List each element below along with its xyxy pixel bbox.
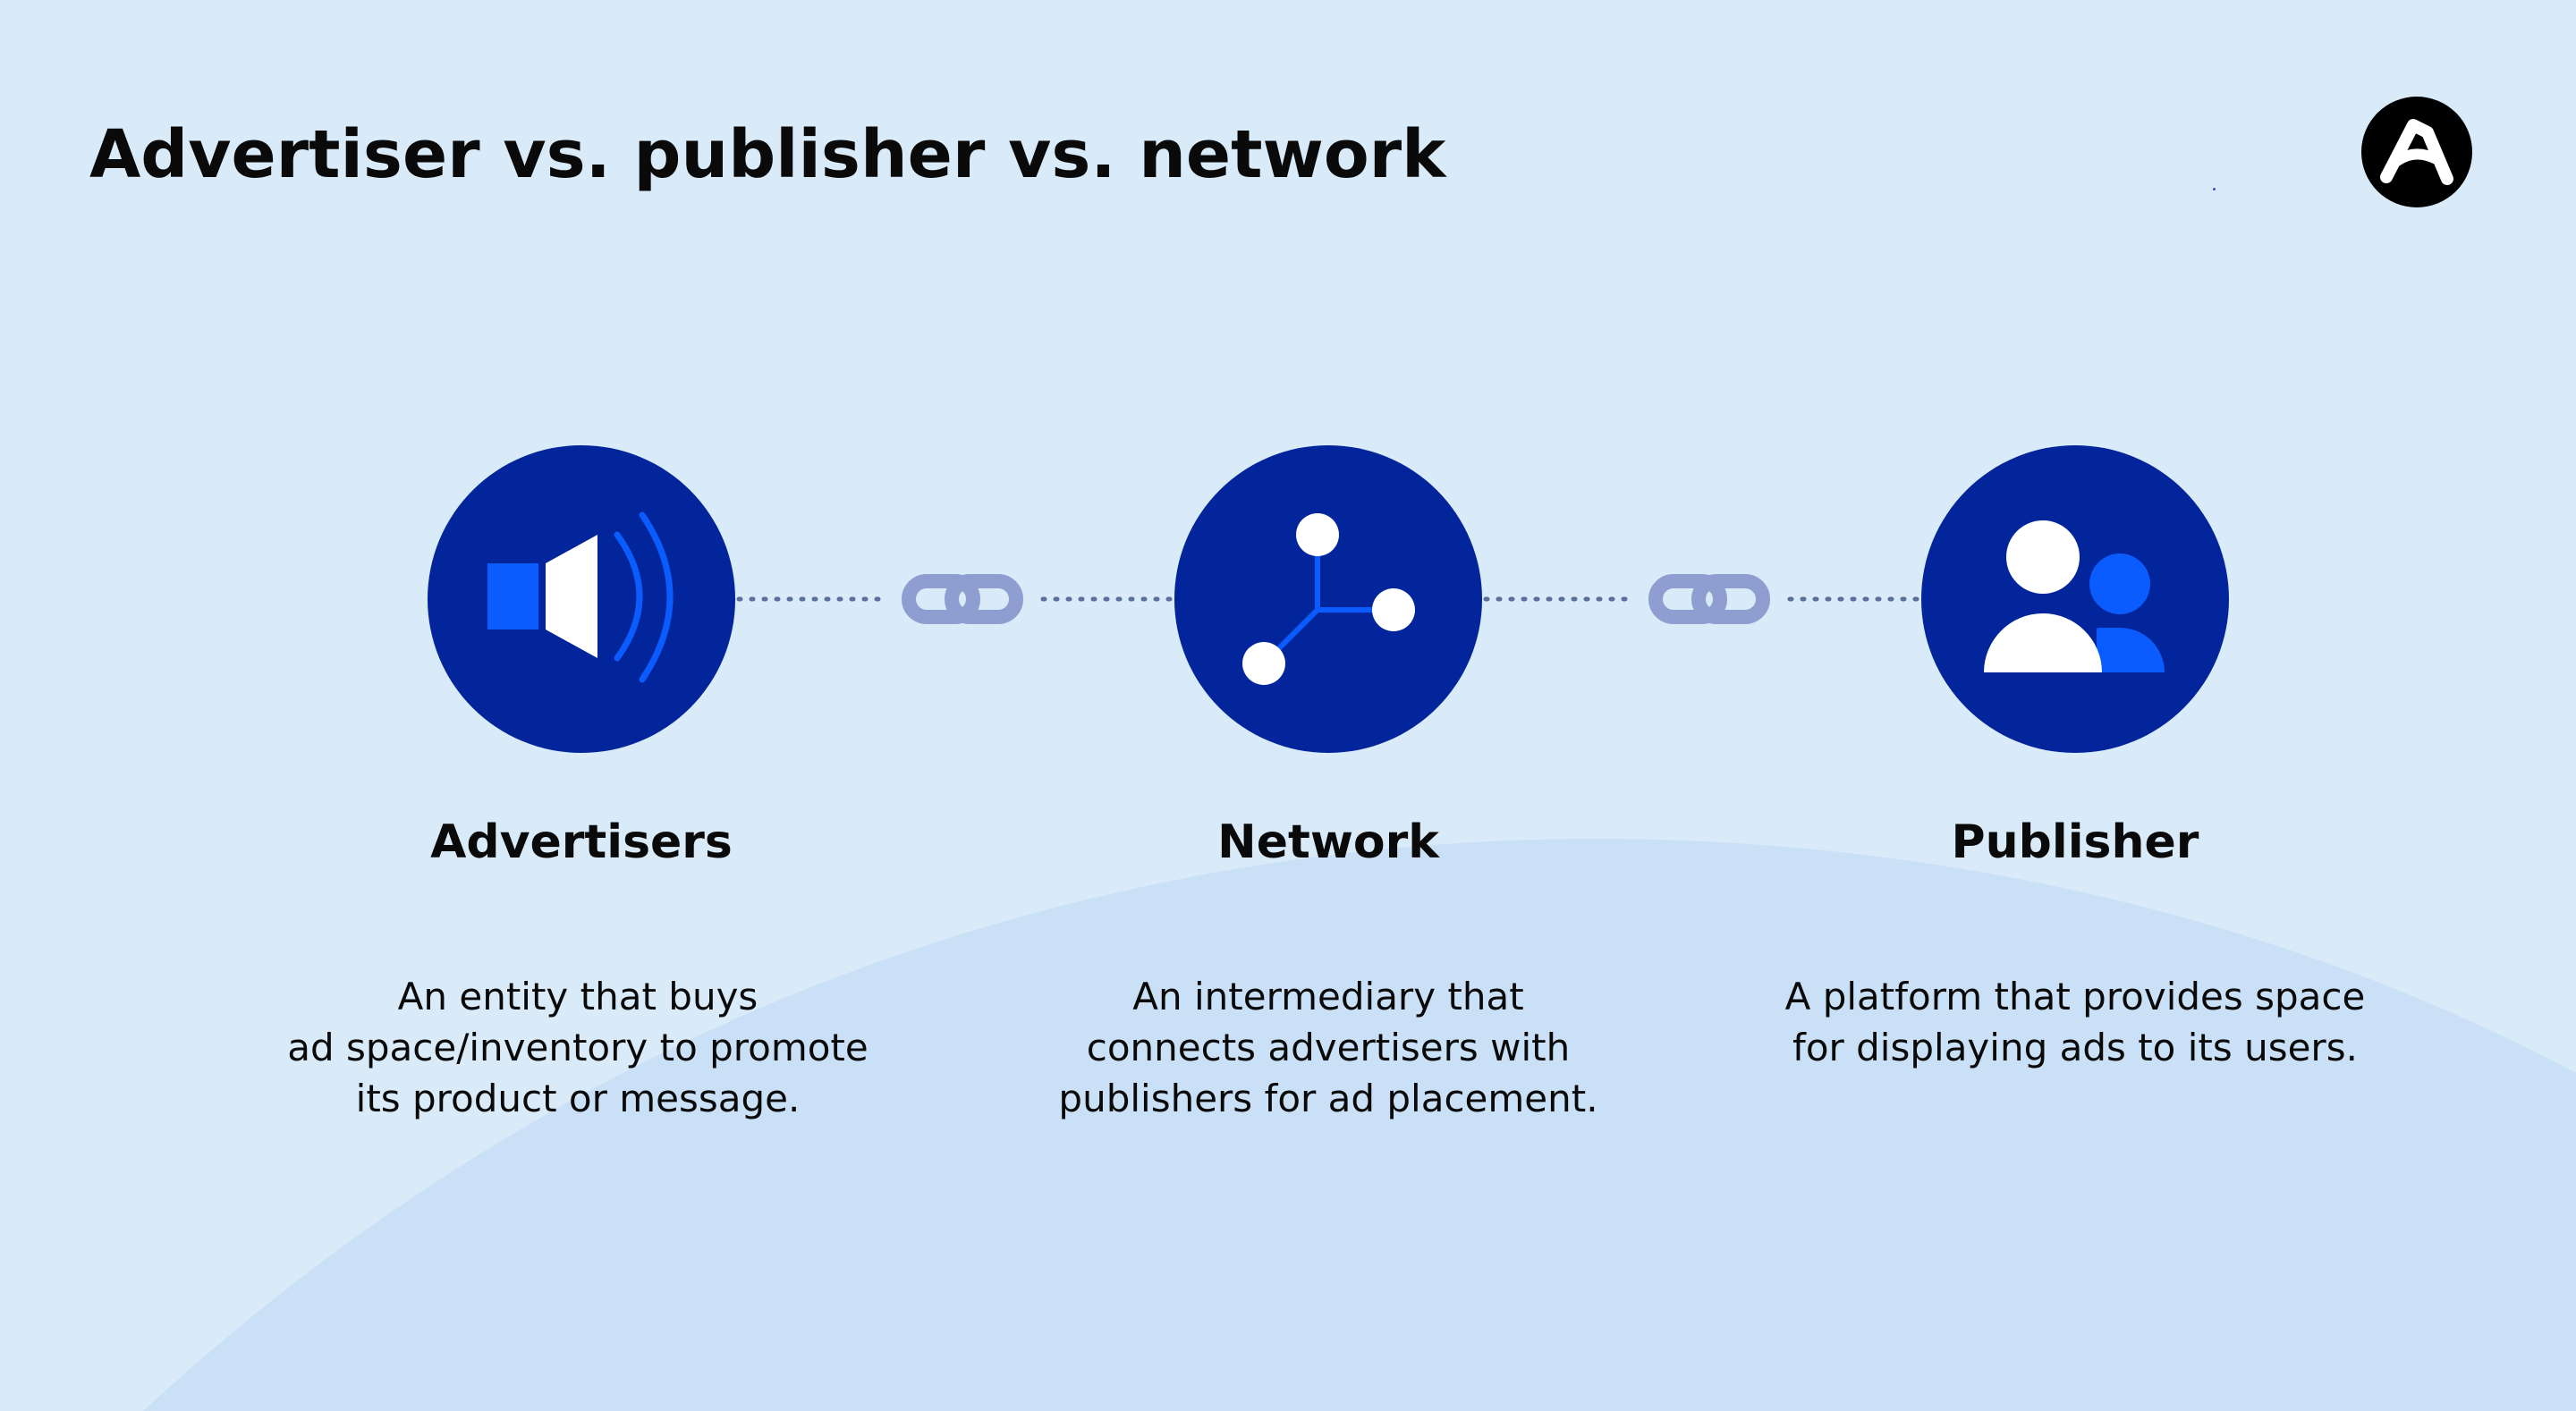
- entity-description-network: An intermediary that connects advertiser…: [988, 971, 1668, 1124]
- description-line: A platform that provides space: [1784, 975, 2366, 1018]
- entity-name-publisher: Publisher: [1951, 815, 2199, 869]
- connector-advertisers-network: [736, 574, 1173, 624]
- users-icon: [1921, 445, 2229, 753]
- description-line: An intermediary that: [1132, 975, 1524, 1018]
- entity-name-advertisers: Advertisers: [430, 815, 733, 869]
- description-line: publishers for ad placement.: [1058, 1077, 1598, 1120]
- description-line: for displaying ads to its users.: [1792, 1026, 2358, 1069]
- entity-description-publisher: A platform that provides space for displ…: [1735, 971, 2415, 1073]
- description-line: its product or message.: [355, 1077, 801, 1120]
- description-line: connects advertisers with: [1086, 1026, 1571, 1069]
- chain-link-icon: [902, 574, 1023, 624]
- brand-a-logo-icon: [2361, 97, 2472, 207]
- connector-network-publisher: [1483, 574, 1919, 624]
- decorative-dot: [2213, 188, 2216, 190]
- megaphone-speaker-icon: [428, 445, 735, 753]
- page-title: Advertiser vs. publisher vs. network: [89, 116, 1446, 193]
- network-nodes-icon: [1174, 445, 1482, 753]
- entity-name-network: Network: [1217, 815, 1439, 869]
- description-line: An entity that buys: [397, 975, 758, 1018]
- description-line: ad space/inventory to promote: [287, 1026, 869, 1069]
- entity-description-advertisers: An entity that buys ad space/inventory t…: [238, 971, 918, 1124]
- chain-link-icon: [1648, 574, 1770, 624]
